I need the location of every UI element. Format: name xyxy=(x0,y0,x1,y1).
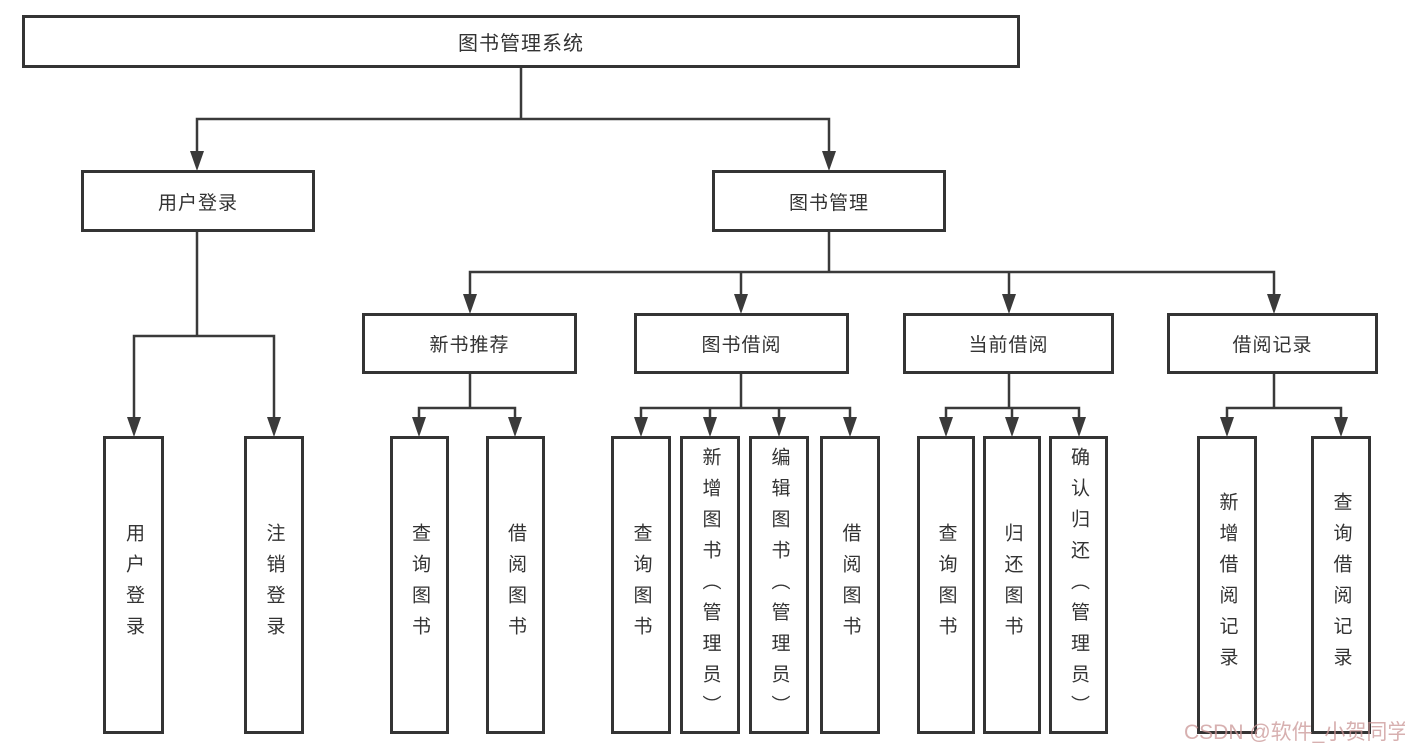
watermark: CSDN @软件_小贺同学 xyxy=(1184,721,1405,744)
node-book-management: 图书管理 xyxy=(712,170,946,232)
leaf-add-borrow-record: 新增借阅记录 xyxy=(1197,436,1257,734)
node-new-book-recommend: 新书推荐 xyxy=(362,313,577,374)
leaf-user-login: 用户登录 xyxy=(103,436,164,734)
node-library-management-system: 图书管理系统 xyxy=(22,15,1020,68)
node-borrow-records: 借阅记录 xyxy=(1167,313,1378,374)
leaf-borrow-books-1: 借阅图书 xyxy=(486,436,545,734)
leaf-confirm-return-admin: 确认归还（管理员） xyxy=(1049,436,1108,734)
leaf-query-books-2: 查询图书 xyxy=(611,436,671,734)
leaf-query-borrow-record: 查询借阅记录 xyxy=(1311,436,1371,734)
leaf-return-books: 归还图书 xyxy=(983,436,1041,734)
node-current-borrowing: 当前借阅 xyxy=(903,313,1114,374)
leaf-edit-books-admin: 编辑图书（管理员） xyxy=(749,436,809,734)
leaf-add-books-admin: 新增图书（管理员） xyxy=(680,436,740,734)
leaf-logout: 注销登录 xyxy=(244,436,304,734)
leaf-query-books-3: 查询图书 xyxy=(917,436,975,734)
leaf-query-books-1: 查询图书 xyxy=(390,436,449,734)
leaf-borrow-books-2: 借阅图书 xyxy=(820,436,880,734)
node-book-borrowing: 图书借阅 xyxy=(634,313,849,374)
node-user-login: 用户登录 xyxy=(81,170,315,232)
